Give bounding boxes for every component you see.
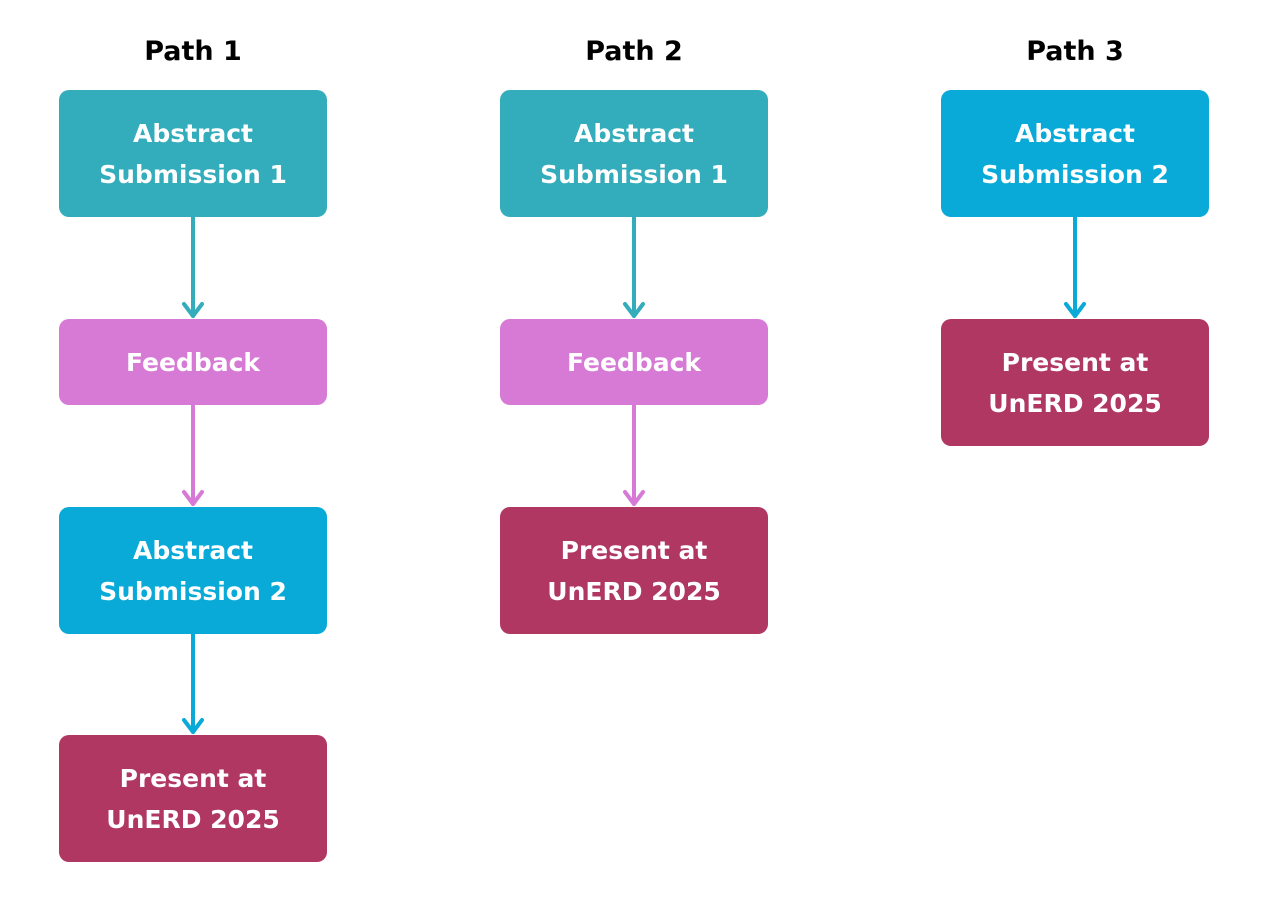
path-3-title: Path 3 [1026, 36, 1124, 67]
path1-abstract-submission-2-box: Abstract Submission 2 [59, 507, 327, 634]
path-2-title: Path 2 [585, 36, 683, 67]
arrow-path2-submission1-to-feedback [623, 215, 645, 318]
path1-feedback-box: Feedback [59, 319, 327, 405]
arrow-path1-submission2-to-present [182, 632, 204, 734]
box-label-line1: Feedback [125, 347, 261, 377]
box-label-line2: Submission 1 [540, 159, 728, 189]
path1-abstract-submission-1-box: Abstract Submission 1 [59, 90, 327, 217]
box-label-line1: Abstract [132, 535, 254, 565]
path3-abstract-submission-2-box: Abstract Submission 2 [941, 90, 1209, 217]
arrow-path1-feedback-to-submission2 [182, 403, 204, 506]
path3-present-box: Present at UnERD 2025 [941, 319, 1209, 446]
box-label-line1: Abstract [573, 118, 695, 148]
path2-abstract-submission-1-box: Abstract Submission 1 [500, 90, 768, 217]
box-label-line2: UnERD 2025 [988, 388, 1162, 418]
arrow-path2-feedback-to-present [623, 403, 645, 506]
box-label-line2: UnERD 2025 [547, 576, 721, 606]
box-label-line1: Present at [1001, 347, 1149, 377]
path-1-title: Path 1 [144, 36, 242, 67]
box-label-line2: Submission 2 [981, 159, 1169, 189]
arrow-path1-submission1-to-feedback [182, 215, 204, 318]
box-label-line1: Abstract [1014, 118, 1136, 148]
path2-feedback-box: Feedback [500, 319, 768, 405]
box-label-line1: Present at [560, 535, 708, 565]
box-label-line1: Feedback [566, 347, 702, 377]
box-label-line1: Abstract [132, 118, 254, 148]
box-label-line1: Present at [119, 763, 267, 793]
box-label-line2: Submission 1 [99, 159, 287, 189]
arrow-path3-submission2-to-present [1064, 215, 1086, 318]
box-label-line2: Submission 2 [99, 576, 287, 606]
path1-present-box: Present at UnERD 2025 [59, 735, 327, 862]
box-label-line2: UnERD 2025 [106, 804, 280, 834]
path2-present-box: Present at UnERD 2025 [500, 507, 768, 634]
